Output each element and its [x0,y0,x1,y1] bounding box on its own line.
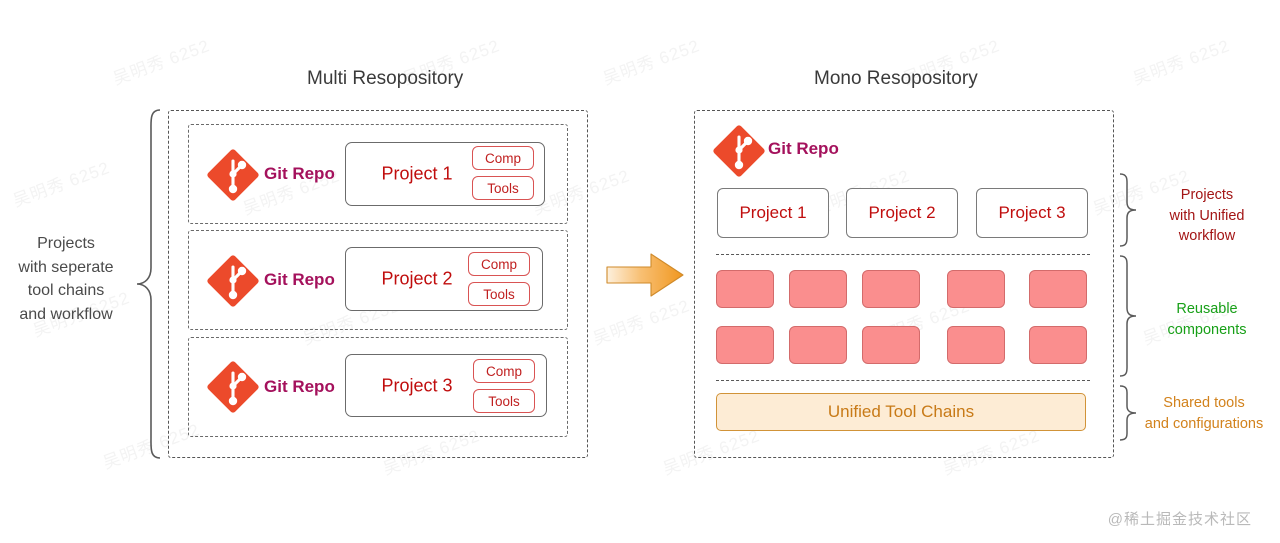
left-annotation-line: tool chains [27,282,105,300]
annotation-line: Projects [1180,187,1234,203]
comp-pill-2[interactable]: Comp [468,252,530,276]
component-box [716,326,774,364]
tools-pill-1[interactable]: Tools [472,176,534,200]
left-annotation-line: Projects [37,235,95,252]
mono-project-1[interactable]: Project 1 [717,188,829,238]
right-brace-tools-icon [1117,384,1139,442]
repo-row-2 [188,230,568,330]
git-repo-label: Git Repo [264,164,335,183]
watermark-text: 吴明秀 6252 [1130,36,1233,89]
project-name: Project 3 [381,375,453,395]
git-logo-icon [206,148,260,207]
annotation-line: with Unified [1169,207,1245,224]
component-box [789,326,847,364]
mono-repo-container [694,110,1114,458]
repo-row-3 [188,337,568,437]
left-annotation: Projects with seperate tool chains and w… [2,232,130,327]
component-box [1029,270,1087,308]
annotation-line: and configurations [1144,415,1264,432]
annotation-shared-tools: Shared tools and configurations [1128,393,1280,434]
left-panel-title: Multi Resopository [307,68,464,89]
comp-pill-1[interactable]: Comp [472,146,534,170]
left-brace-icon [134,108,164,460]
section-divider-bottom [716,380,1090,381]
git-repo-label: Git Repo [768,139,839,158]
left-annotation-line: with seperate [18,258,114,276]
git-logo-icon [206,360,260,419]
watermark-text: 吴明秀 6252 [10,158,113,211]
left-annotation-line: and workflow [19,306,113,324]
project-name: Project 2 [381,268,453,289]
right-brace-components-icon [1117,254,1139,378]
component-box [716,270,774,308]
right-arrow-icon [605,250,685,305]
unified-tool-chains-bar[interactable]: Unified Tool Chains [716,393,1086,431]
section-divider-top [716,254,1090,255]
component-box [1029,326,1087,364]
right-brace-projects-icon [1117,172,1139,248]
annotation-reusable-components: Reusable components [1134,299,1280,340]
annotation-line: Reusable [1176,301,1238,317]
annotation-line: workflow [1178,228,1236,245]
annotation-line: components [1167,321,1247,338]
git-logo-icon [712,124,766,183]
mono-project-3[interactable]: Project 3 [976,188,1088,238]
git-repo-label: Git Repo [264,270,335,289]
component-box [947,326,1005,364]
project-name: Project 1 [381,163,453,184]
multi-repo-container [168,110,588,458]
component-box [862,326,920,364]
mono-project-2[interactable]: Project 2 [846,188,958,238]
right-panel-title: Mono Resopository [814,68,978,89]
tools-pill-2[interactable]: Tools [468,282,530,306]
annotation-line: Shared tools [1163,395,1245,411]
comp-pill-3[interactable]: Comp [473,359,535,383]
watermark-text: 吴明秀 6252 [600,36,703,89]
watermark-text: 吴明秀 6252 [110,36,213,89]
corner-watermark: @稀土掘金技术社区 [1107,511,1252,528]
component-box [947,270,1005,308]
annotation-projects-unified: Projects with Unified workflow [1134,185,1280,247]
git-repo-label: Git Repo [264,377,335,396]
repo-row-1 [188,124,568,224]
component-box [789,270,847,308]
component-box [862,270,920,308]
git-logo-icon [206,254,260,313]
tools-pill-3[interactable]: Tools [473,389,535,413]
